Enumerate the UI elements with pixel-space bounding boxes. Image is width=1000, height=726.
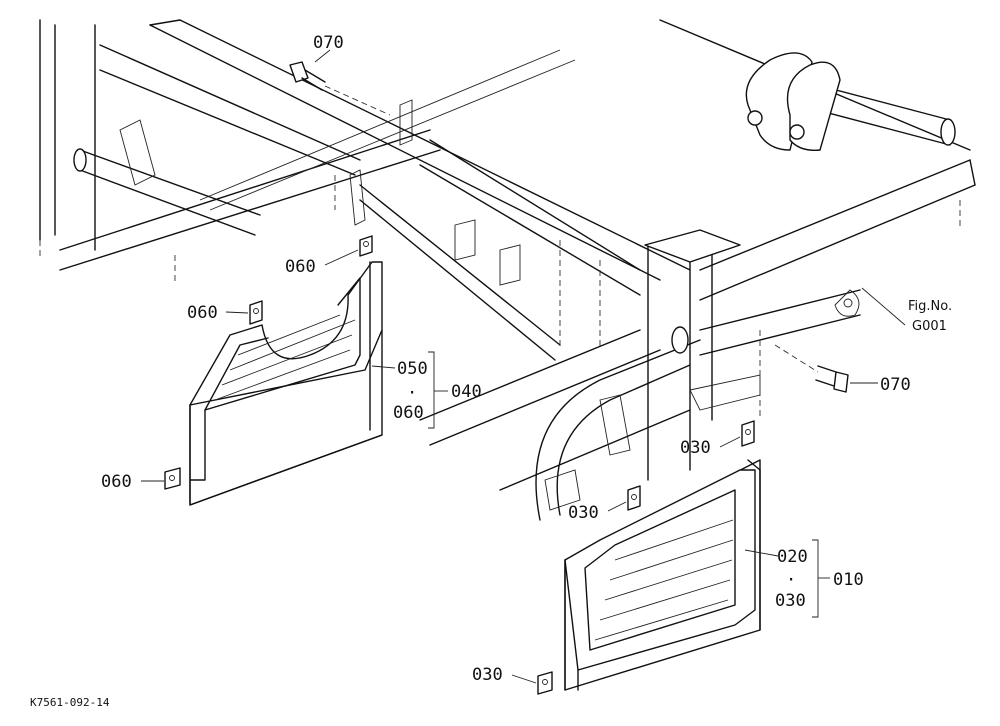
label-cover-020: 020: [777, 547, 808, 567]
leader-lines: [141, 49, 878, 684]
label-cover-050: 050: [397, 359, 428, 379]
drawing-code: K7561-092-14: [30, 696, 110, 709]
cover-020: [564, 459, 761, 691]
label-clip-030-b: 030: [568, 503, 599, 523]
frame-structure: [39, 19, 976, 521]
clip-030-mid: [627, 485, 641, 511]
clip-030-bottom: [537, 671, 553, 695]
label-dot-010: ·: [786, 570, 796, 590]
label-bolt-070-top: 070: [313, 33, 344, 53]
bolt-070-right: [774, 344, 849, 393]
label-bolt-070-right: 070: [880, 375, 911, 395]
clip-060-mid: [249, 300, 263, 325]
bolt-070-top: [289, 61, 391, 116]
label-clip-060-c: 060: [101, 472, 132, 492]
label-clip-030-a: 030: [680, 438, 711, 458]
cover-050: [189, 261, 383, 506]
labels: 070 060 060 050 · 060 040 060 070 030 03…: [30, 33, 952, 709]
label-clip-060-a: 060: [285, 257, 316, 277]
label-group-010-sub: 030: [775, 591, 806, 611]
clip-060-bottom: [164, 467, 181, 490]
figure-ref-line1: Fig.No.: [908, 299, 952, 314]
clip-030-top: [741, 420, 755, 447]
label-group-010: 010: [833, 570, 864, 590]
figure-ref-line2: G001: [912, 319, 947, 334]
label-group-040-sub: 060: [393, 403, 424, 423]
label-clip-030-c: 030: [472, 665, 503, 685]
label-group-040: 040: [451, 382, 482, 402]
label-clip-060-b: 060: [187, 303, 218, 323]
label-dot-040: ·: [407, 383, 417, 403]
clip-060-top: [359, 235, 373, 257]
